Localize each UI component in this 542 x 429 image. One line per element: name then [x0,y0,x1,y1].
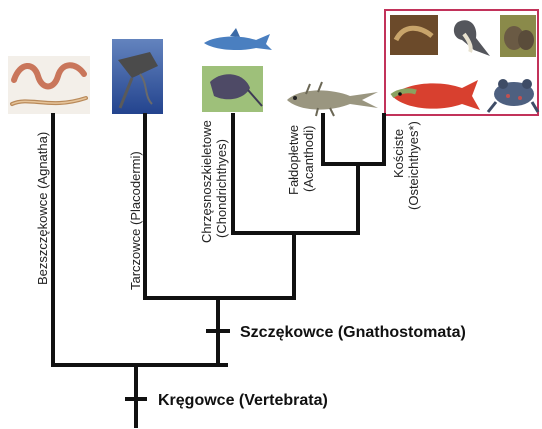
taxon-label-acanthodi-line1: Fałdopłetwe [286,125,301,195]
acanthodian-fish-icon [287,82,378,116]
taxon-label-osteichthyes-line1: Kościste [391,129,406,178]
shark-ray-icon [202,28,272,112]
eel-lamprey-icon [8,56,90,114]
taxon-label-chondrichthyes-line1: Chrzęsnoszkieletowe [199,120,214,243]
bony-vertebrates-collage-icon [385,10,538,115]
taxon-label-placodermi: Tarczowce (Placodermi) [128,151,143,290]
taxon-label-acanthodi-line2: (Acanthodi) [301,126,316,192]
taxon-label-agnatha: Bezszczękowce (Agnatha) [35,132,50,285]
clade-label-gnathostomata: Szczękowce (Gnathostomata) [240,324,466,341]
clade-label-vertebrata: Kręgowce (Vertebrata) [158,392,328,409]
taxon-label-chondrichthyes-line2: (Chondrichthyes) [214,139,229,238]
taxon-label-osteichthyes-line2: (Osteichthyes*) [406,121,421,210]
placoderm-fish-icon [112,39,163,114]
